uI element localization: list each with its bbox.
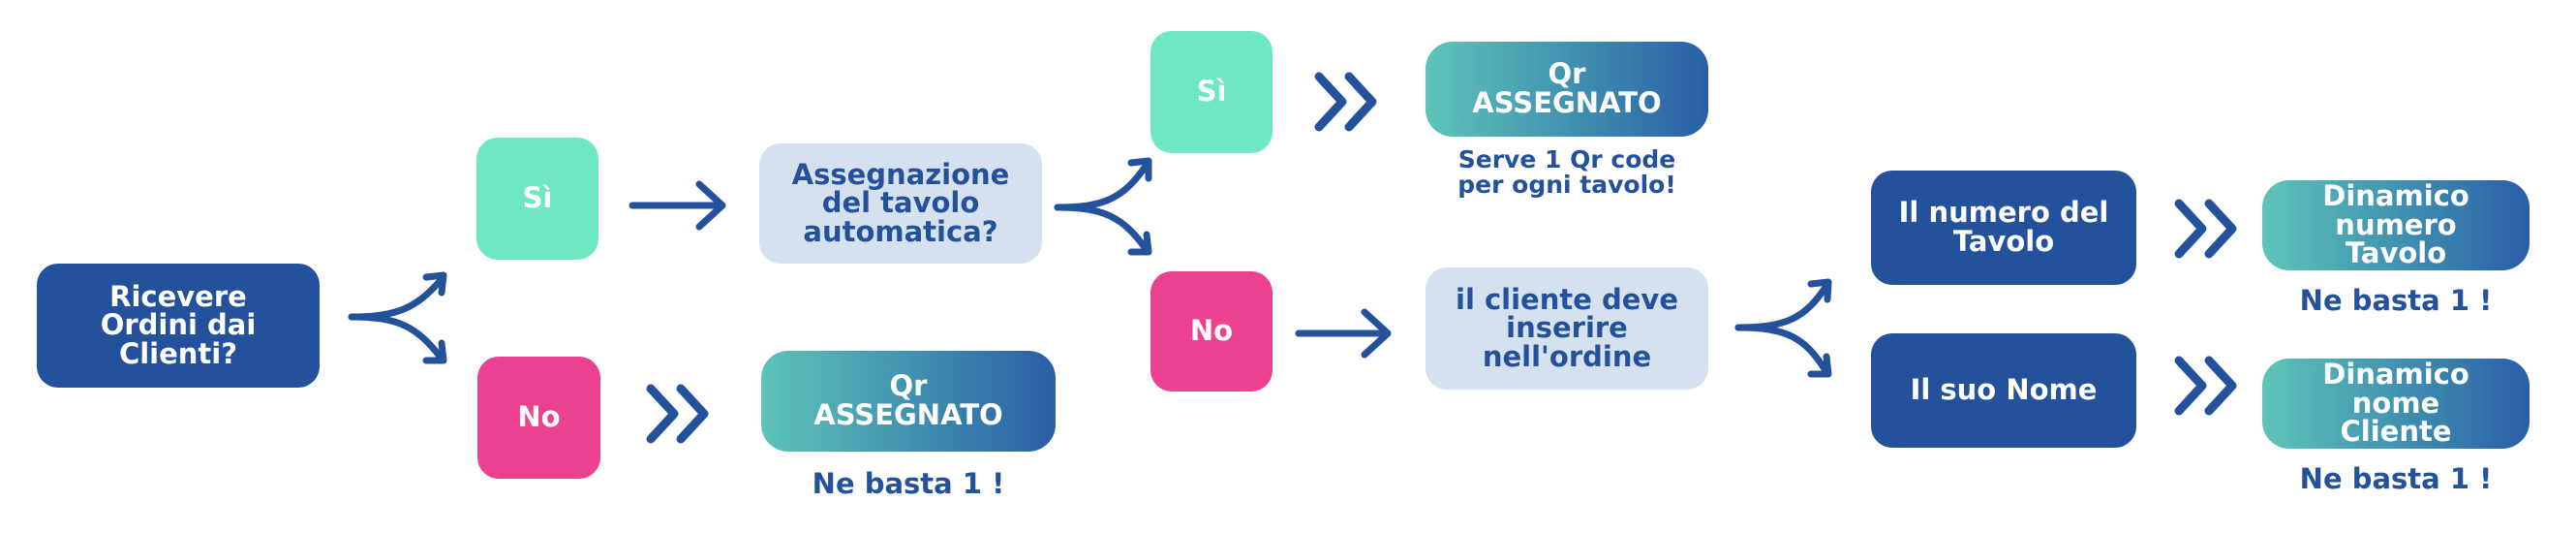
node-qr-assegnato-bottom: Qr ASSEGNATO bbox=[761, 351, 1056, 452]
node-assegnazione: Assegnazione del tavolo automatica? bbox=[759, 143, 1042, 264]
note-dinamico-tavolo: Ne basta 1 ! bbox=[2299, 284, 2493, 317]
node-qr-assegnato-top: Qr ASSEGNATO bbox=[1426, 42, 1708, 137]
node-si-2-label: Sì bbox=[1196, 75, 1227, 109]
node-dinamico-cliente-label: Dinamico nome Cliente bbox=[2322, 358, 2469, 449]
node-qr-bottom-label: Qr ASSEGNATO bbox=[813, 369, 1003, 431]
node-cliente-deve-inserire: il cliente deve inserire nell'ordine bbox=[1426, 267, 1708, 390]
node-si-1-label: Sì bbox=[522, 181, 553, 215]
double-chevron-no1 bbox=[646, 384, 709, 444]
split-arrow-cliente bbox=[1734, 278, 1832, 378]
node-qr-top-label: Qr ASSEGNATO bbox=[1472, 57, 1662, 119]
node-suo-nome: Il suo Nome bbox=[1871, 333, 2136, 448]
node-ricevere-label: Ricevere Ordini dai Clienti? bbox=[100, 279, 257, 370]
note-qr-top: Serve 1 Qr code per ogni tavolo! bbox=[1457, 145, 1676, 200]
note-qr-bottom: Ne basta 1 ! bbox=[812, 467, 1005, 500]
double-chevron-si2 bbox=[1314, 72, 1377, 132]
node-no-1: No bbox=[477, 357, 600, 479]
node-numero-tavolo-label: Il numero del Tavolo bbox=[1898, 196, 2109, 258]
node-assegnazione-label: Assegnazione del tavolo automatica? bbox=[791, 157, 1010, 248]
node-dinamico-tavolo-label: Dinamico numero Tavolo bbox=[2322, 179, 2469, 270]
split-arrow-ricevere bbox=[348, 271, 447, 364]
double-chevron-nome bbox=[2174, 356, 2237, 416]
node-si-1: Sì bbox=[476, 138, 598, 260]
arrow-si-to-assegnazione bbox=[629, 180, 726, 231]
node-no-2: No bbox=[1150, 271, 1273, 392]
node-cliente-label: il cliente deve inserire nell'ordine bbox=[1456, 282, 1678, 373]
double-chevron-numero bbox=[2174, 199, 2237, 259]
node-numero-tavolo: Il numero del Tavolo bbox=[1871, 171, 2136, 285]
split-arrow-assegnazione bbox=[1054, 157, 1152, 256]
node-no-1-label: No bbox=[517, 400, 561, 434]
arrow-no-to-cliente bbox=[1295, 308, 1392, 359]
node-suo-nome-label: Il suo Nome bbox=[1910, 373, 2098, 407]
node-no-2-label: No bbox=[1189, 314, 1234, 348]
note-dinamico-cliente: Ne basta 1 ! bbox=[2299, 462, 2493, 495]
node-dinamico-numero-tavolo: Dinamico numero Tavolo bbox=[2262, 180, 2530, 270]
node-dinamico-nome-cliente: Dinamico nome Cliente bbox=[2262, 359, 2530, 449]
node-si-2: Sì bbox=[1150, 31, 1273, 153]
node-ricevere-ordini: Ricevere Ordini dai Clienti? bbox=[37, 264, 320, 388]
